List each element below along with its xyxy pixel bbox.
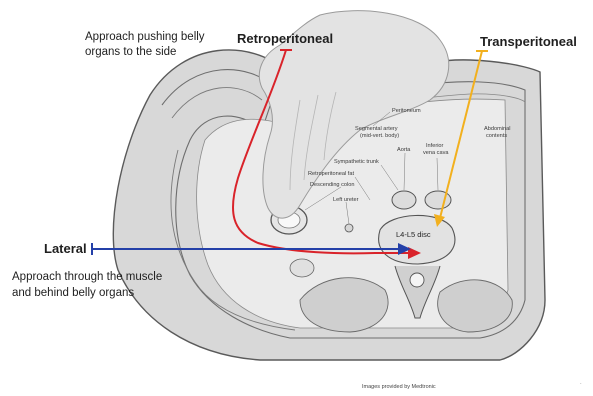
lateral-title: Lateral <box>44 241 87 257</box>
label-inferior-vena-cava-2: vena cava <box>423 150 449 156</box>
top-note-line-1: Approach pushing belly <box>85 30 205 44</box>
label-peritoneum: Peritoneum <box>392 108 421 114</box>
label-abdominal-contents-1: Abdominal <box>484 126 510 132</box>
label-segmental-artery-2: (mid-vert. body) <box>360 133 399 139</box>
label-segmental-artery-1: Segmental artery <box>355 126 398 132</box>
label-aorta: Aorta <box>397 147 410 153</box>
label-sympathetic-trunk: Sympathetic trunk <box>334 159 379 165</box>
retroperitoneal-title: Retroperitoneal <box>237 31 333 47</box>
bottom-note-line-2: and behind belly organs <box>12 286 134 300</box>
transperitoneal-title: Transperitoneal <box>480 34 577 50</box>
kidney-structure <box>290 259 314 277</box>
label-disc: L4-L5 disc <box>396 231 431 240</box>
spinal-canal <box>410 273 424 287</box>
left-ureter-structure <box>345 224 353 232</box>
aorta-vessel <box>392 191 416 209</box>
bottom-note-line-1: Approach through the muscle <box>12 270 162 284</box>
label-inferior-vena-cava-1: Inferior <box>426 143 443 149</box>
label-left-ureter: Left ureter <box>333 197 359 203</box>
image-credit: Images provided by Medtronic <box>362 384 436 390</box>
vertebral-body <box>379 215 455 264</box>
label-abdominal-contents-2: contents <box>486 133 507 139</box>
label-descending-colon: Descending colon <box>310 182 354 188</box>
corner-mark: . <box>580 380 582 386</box>
label-retroperitoneal-fat: Retroperitoneal fat <box>308 171 354 177</box>
top-note-line-2: organs to the side <box>85 45 176 59</box>
